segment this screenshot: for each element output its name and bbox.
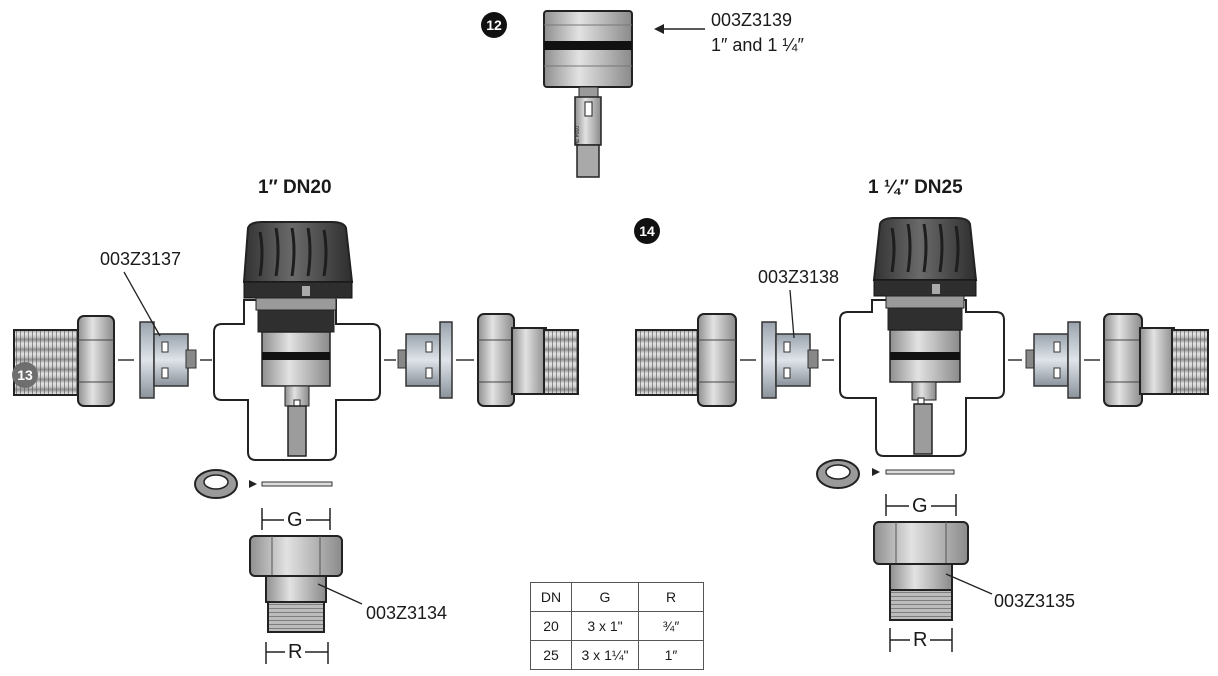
right-valve-cartridge <box>872 217 978 455</box>
table-row: 25 3 x 1¼" 1″ <box>530 640 704 670</box>
header-g: G <box>571 582 639 612</box>
table-cell: 3 x 1¼" <box>571 640 639 670</box>
left-assembly-right-nipple <box>477 313 579 407</box>
table-cell: 3 x 1" <box>571 611 639 641</box>
header-r: R <box>638 582 704 612</box>
right-dimension-g: G <box>909 496 931 516</box>
callout-14-marker: 14 <box>634 218 660 244</box>
table-cell: 20 <box>530 611 572 641</box>
right-size-title: 1 ¼″ DN25 <box>868 177 963 198</box>
right-nipple-left <box>635 313 737 407</box>
left-union-003z3134 <box>249 508 363 664</box>
table-row: 20 3 x 1" ¾″ <box>530 611 704 641</box>
right-insert-part-number: 003Z3138 <box>758 267 840 287</box>
left-dimension-g: G <box>284 510 306 530</box>
left-dimension-r: R <box>285 642 306 662</box>
left-nipple <box>13 315 115 407</box>
table-cell: 25 <box>530 640 572 670</box>
right-assembly-right-insert <box>1025 321 1081 399</box>
right-washer <box>816 459 955 489</box>
right-union-part-number: 003Z3135 <box>994 591 1076 611</box>
left-size-title: 1″ DN20 <box>258 177 332 198</box>
table-cell: 1″ <box>638 640 704 670</box>
header-dn: DN <box>530 582 572 612</box>
right-dimension-r: R <box>910 630 931 650</box>
callout-12-marker: 12 <box>481 12 507 38</box>
callout-13-marker: 13 <box>12 362 38 388</box>
left-union-part-number: 003Z3134 <box>366 603 448 623</box>
right-insert-003z3138 <box>761 321 819 399</box>
top-part-number: 003Z3139 <box>711 10 793 30</box>
table-cell: ¾″ <box>638 611 704 641</box>
left-washer <box>194 469 333 499</box>
right-assembly-right-nipple <box>1103 313 1209 407</box>
top-size-label: 1″ and 1 ¼″ <box>711 35 804 55</box>
stem-marking: 0304 7M <box>573 126 579 146</box>
size-spec-table: DN G R 20 3 x 1" ¾″ 25 3 x 1¼" 1″ <box>530 582 704 670</box>
left-insert-003z3137 <box>139 321 197 399</box>
left-insert-part-number: 003Z3137 <box>100 249 182 269</box>
table-header-row: DN G R <box>530 582 704 612</box>
top-actuator-003z3139 <box>543 10 633 178</box>
left-valve-cartridge <box>242 221 354 457</box>
right-union-003z3135 <box>873 494 993 652</box>
leader-arrow-003z3139 <box>654 24 705 34</box>
left-assembly-right-insert <box>397 321 453 399</box>
